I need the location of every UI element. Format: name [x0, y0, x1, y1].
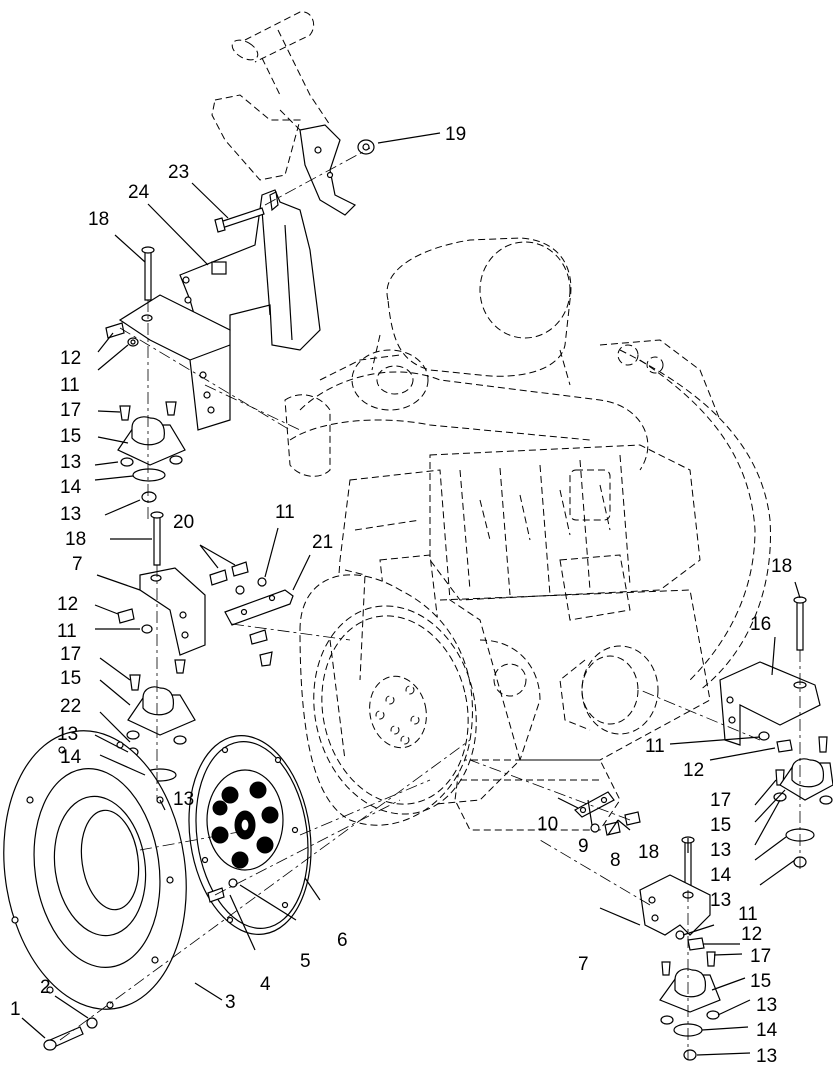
- engine-outline: [284, 237, 771, 831]
- callout-8: 8: [610, 850, 621, 871]
- exhaust-bracket: [299, 124, 357, 216]
- callout-16: 16: [750, 614, 771, 635]
- callout-22: 22: [60, 696, 81, 717]
- callout-13-lower-a: 13: [756, 995, 777, 1016]
- callout-13-right-b: 13: [710, 890, 731, 911]
- callout-21: 21: [312, 532, 333, 553]
- lower-right-mount-bracket: [639, 836, 721, 1061]
- callout-11-middle: 11: [57, 621, 77, 642]
- callout-14-middle: 14: [60, 747, 82, 768]
- callout-18-right: 18: [771, 556, 792, 577]
- callout-17-middle: 17: [60, 644, 81, 665]
- callout-15-right: 15: [710, 815, 731, 836]
- callout-5: 5: [300, 951, 311, 972]
- callout-18-lower: 18: [638, 842, 659, 863]
- callout-14-lower: 14: [756, 1020, 778, 1041]
- callout-11-upper: 11: [60, 375, 80, 396]
- assembly-centerlines: [59, 147, 801, 1060]
- callout-6: 6: [337, 930, 348, 951]
- callout-13-upper-a: 13: [60, 452, 81, 473]
- callout-13-upper-b: 13: [60, 504, 81, 525]
- bracket-21: [209, 561, 294, 667]
- adapter-plate-3: [3, 730, 187, 1010]
- callout-15-middle: 15: [60, 668, 81, 689]
- callout-12-right: 12: [683, 760, 704, 781]
- callout-20: 20: [173, 512, 194, 533]
- right-mount-bracket-16: [719, 596, 833, 868]
- exhaust-pipe: [211, 11, 331, 181]
- callout-18-upper: 18: [88, 209, 109, 230]
- bracket-10-hardware: [574, 791, 641, 836]
- callout-13-middle-a: 13: [57, 724, 78, 745]
- callout-12-upper: 12: [60, 348, 81, 369]
- middle-mount-bracket: [117, 511, 206, 803]
- callout-2: 2: [40, 977, 51, 998]
- callout-19: 19: [445, 124, 466, 145]
- callout-7-middle: 7: [72, 554, 83, 575]
- callout-7-lower: 7: [578, 954, 589, 975]
- bolt-23: [214, 207, 265, 233]
- drive-plate-6: [188, 735, 312, 935]
- callout-10: 10: [537, 814, 558, 835]
- callout-24: 24: [128, 182, 150, 203]
- callout-12-lower: 12: [741, 924, 762, 945]
- callout-13-lower-b: 13: [756, 1046, 777, 1067]
- callout-14-right: 14: [710, 865, 732, 886]
- callout-11-bracket: 11: [275, 502, 295, 523]
- callout-14-upper: 14: [60, 477, 82, 498]
- callout-11-right: 11: [645, 736, 665, 757]
- callout-17-right: 17: [710, 790, 731, 811]
- callout-labels: 1 2 3 4 5 6 7 7 8 9 10 11 11 11 11 11 12…: [10, 124, 792, 1067]
- callout-13-middle-b: 13: [173, 789, 194, 810]
- callout-15-lower: 15: [750, 971, 771, 992]
- callout-13-right-a: 13: [710, 840, 731, 861]
- callout-9: 9: [578, 836, 589, 857]
- callout-18-middle: 18: [65, 529, 86, 550]
- callout-3: 3: [225, 992, 236, 1013]
- leader-lines: [21, 132, 801, 1056]
- upper-rubber-mount: [105, 246, 186, 503]
- callout-4: 4: [260, 974, 271, 995]
- hardware-1-2-4-5: [43, 878, 238, 1051]
- callout-17-upper: 17: [60, 400, 81, 421]
- callout-23: 23: [168, 162, 189, 183]
- callout-11-lower: 11: [738, 904, 758, 925]
- callout-1: 1: [10, 999, 21, 1020]
- callout-12-middle: 12: [57, 594, 78, 615]
- callout-15-upper: 15: [60, 426, 81, 447]
- callout-17-lower: 17: [750, 946, 771, 967]
- nut-19: [357, 139, 375, 155]
- upper-mount-bracket-24: [118, 189, 321, 431]
